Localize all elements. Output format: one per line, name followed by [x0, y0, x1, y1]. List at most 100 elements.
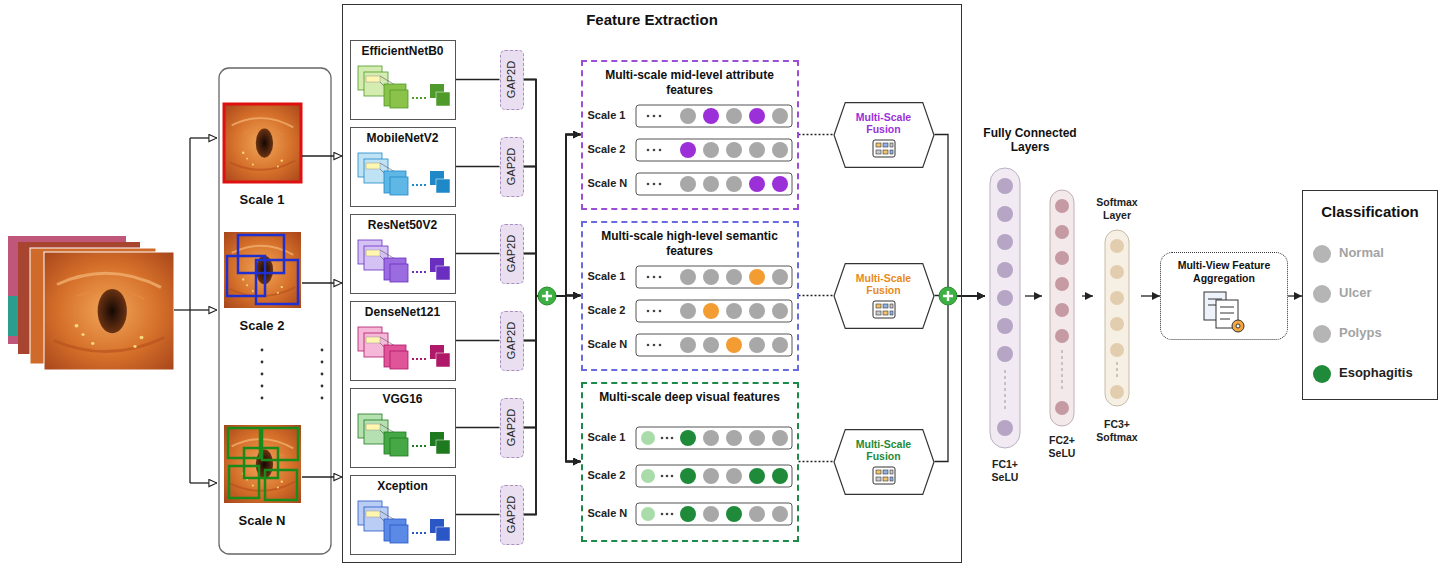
connector	[1082, 295, 1093, 296]
feature-vector-bar	[636, 300, 792, 322]
dense-layer-column	[997, 318, 1013, 334]
dense-layer-column	[1005, 370, 1006, 410]
dense-layer-column	[990, 168, 1020, 448]
feature-vector-bar	[653, 149, 656, 152]
feature-vector-bar	[647, 276, 650, 279]
connector	[935, 135, 986, 297]
input-arrows	[174, 309, 190, 310]
feature-vector-bar	[703, 506, 719, 522]
backbone-layers	[366, 424, 380, 430]
node-text: Polyps	[1303, 313, 1437, 353]
input-image-stack	[8, 236, 174, 370]
feature-vector-bar	[661, 513, 664, 516]
feature-vector-bar	[659, 310, 662, 313]
dense-layer-column	[997, 178, 1013, 194]
feature-vector-bar	[772, 269, 788, 285]
scale-feature-row: Scale N	[588, 172, 794, 196]
connector	[1141, 295, 1160, 296]
feature-vector-bar	[772, 337, 788, 353]
feature-vector-bar	[749, 303, 765, 319]
feature-vector-bar	[703, 303, 719, 319]
backbone-layers	[358, 501, 450, 543]
node-text: Ulcer	[1303, 273, 1437, 313]
node-title: GAP2D	[505, 496, 518, 533]
connector	[524, 167, 581, 297]
dense-layer-column	[1055, 277, 1069, 291]
feature-vector-bar	[653, 115, 656, 118]
node-title: ResNet50V2	[351, 215, 455, 233]
scale-n-image	[262, 428, 298, 460]
backbone-layers	[358, 153, 450, 195]
feature-vector-bar	[749, 468, 765, 484]
node-title: Classification	[1303, 191, 1437, 233]
backbone-layers	[358, 66, 450, 108]
backbone-layers	[358, 240, 450, 282]
fusion-icon	[876, 477, 881, 481]
feature-vector-bar	[636, 503, 792, 525]
backbone-box: Xception	[350, 475, 456, 555]
connector	[456, 166, 500, 167]
node-title: Scale N	[239, 513, 286, 531]
scale-2-image	[227, 235, 298, 304]
fusion-icon	[873, 467, 895, 484]
dense-layer-column	[997, 346, 1013, 362]
softmax-layer-column	[1110, 239, 1124, 253]
pooling-box: GAP2D	[500, 398, 524, 458]
node-title: Scale N	[588, 507, 628, 520]
feature-extraction-panel: Feature ExtractionEfficientNetB0GAP2DMob…	[342, 4, 962, 563]
feature-vector-bar	[636, 173, 792, 195]
node-title: Multi-View Feature Aggregation	[1161, 253, 1287, 285]
connector	[524, 296, 581, 462]
feature-vector-bar	[680, 142, 696, 158]
pooling-box: GAP2D	[500, 224, 524, 284]
scale-2-image	[256, 260, 298, 304]
scale-2-image	[224, 232, 301, 308]
fusion-icon	[890, 150, 893, 154]
backbone-layers	[390, 351, 408, 369]
softmax-layer-column	[1110, 343, 1124, 357]
scale-n-image	[224, 425, 301, 503]
feature-vector-bar	[726, 303, 742, 319]
feature-vector-bar	[749, 337, 765, 353]
fusion-hexagon: Multi-Scale Fusion	[833, 429, 935, 495]
dense-layer-column	[997, 420, 1013, 436]
node-title: Softmax Layer	[1093, 196, 1141, 222]
node-text: Normal	[1303, 233, 1437, 273]
feature-vector-bar	[680, 176, 696, 192]
feature-vector-bar	[666, 475, 669, 478]
node-title: Multi-scale high-level semantic features	[583, 223, 797, 259]
fusion-icon	[883, 304, 888, 308]
connector	[524, 167, 581, 462]
feature-vector-bar	[653, 183, 656, 186]
feature-vector-bar	[653, 344, 656, 347]
connector	[302, 282, 342, 283]
backbone-layers	[412, 445, 428, 447]
backbone-layers	[390, 177, 408, 195]
connector	[456, 79, 500, 80]
feature-vector-bar	[749, 176, 765, 192]
connector	[524, 296, 581, 462]
connector	[799, 461, 833, 462]
node-title: GAP2D	[505, 409, 518, 446]
connector	[524, 80, 581, 297]
connector	[456, 427, 500, 428]
aggregation-icon	[1204, 292, 1244, 332]
feature-vector-bar	[749, 269, 765, 285]
node-title: Multi-scale deep visual features	[583, 384, 797, 405]
aggregation-icon	[1232, 320, 1244, 332]
scale-feature-row: Scale 2	[588, 138, 794, 162]
backbone-layers	[436, 353, 450, 367]
backbone-layers	[390, 438, 408, 456]
feature-vector-bar	[726, 108, 742, 124]
feature-vector-bar	[680, 506, 696, 522]
aggregation-icon	[1236, 324, 1240, 328]
fusion-icon	[890, 470, 893, 474]
ellipsis-dots	[321, 349, 324, 352]
backbone-box: ResNet50V2	[350, 214, 456, 294]
input-image-stack	[44, 252, 174, 370]
backbone-layers	[412, 97, 428, 99]
node-title: Multi-Scale Fusion	[848, 272, 920, 297]
feature-vector-bar	[653, 276, 656, 279]
feature-vector-bar	[749, 108, 765, 124]
node-title: Scale N	[588, 177, 628, 190]
